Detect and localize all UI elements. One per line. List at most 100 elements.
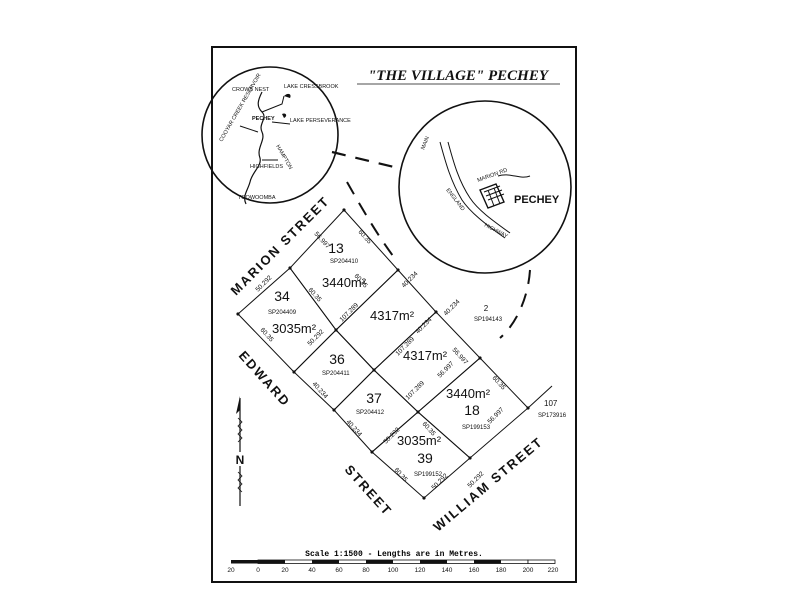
marion-road-line [497, 174, 531, 178]
connector-dashes [331, 150, 399, 170]
site-label-marion-rd: MARION RD [477, 167, 509, 183]
dimension-label: 56.997 [436, 360, 455, 379]
boundary-marker [236, 312, 240, 316]
scale-segment [420, 560, 447, 564]
lot-37-number: 37 [366, 390, 382, 406]
street-edward-suffix: STREET [342, 462, 396, 519]
lot-39: 3035m² 39 SP199152 [397, 433, 443, 478]
street-edward: EDWARD [236, 348, 294, 410]
scale-tick-label: 220 [548, 567, 559, 574]
north-label: N [236, 453, 245, 467]
scale-tick-label: 60 [335, 567, 343, 574]
boundary-marker [288, 266, 292, 270]
site-road [439, 141, 506, 239]
boundary-marker [370, 450, 374, 454]
lot-2-plan: SP194143 [474, 317, 503, 323]
locality-roads-minor [239, 95, 291, 161]
place-crows-nest: CROWS NEST [232, 87, 270, 93]
lot-39-area: 3035m² [397, 433, 442, 448]
scale-bar-left-segment [231, 560, 258, 564]
boundary-marker [468, 456, 472, 460]
lot-37-plan: SP204412 [356, 410, 385, 416]
site-map-circle [398, 100, 572, 274]
site-outline-dashed-left [346, 181, 397, 261]
boundary-marker [332, 408, 336, 412]
lot-centre-area: 4317m² [370, 308, 415, 323]
dimension-label: 40.234 [442, 298, 461, 317]
scale-tick-label: 0 [256, 567, 260, 574]
locality-map: CROWS NEST LAKE CRESSBROOK PECHEY LAKE P… [201, 66, 351, 205]
lot-18-area: 3440m² [446, 386, 491, 401]
place-highfields: HIGHFIELDS [250, 164, 283, 170]
boundary-marker [416, 410, 420, 414]
dimension-label: 40.234 [400, 270, 419, 289]
lot-34-area: 3035m² [272, 321, 317, 336]
lot-2-number: 2 [484, 304, 489, 313]
scale-segment [366, 560, 393, 564]
dimension-label: 60.35 [491, 375, 507, 392]
boundary-marker [422, 496, 426, 500]
scale-tick-label: 20 [281, 567, 289, 574]
lake-perseverance-icon [282, 113, 287, 118]
scale-segment [474, 560, 501, 564]
scale-tick-label: 200 [523, 567, 534, 574]
scale-segment [527, 559, 556, 564]
north-arrow: N [232, 396, 248, 506]
lot-18-number: 18 [464, 402, 480, 418]
lot-107: 107 SP173916 [538, 399, 567, 419]
north-arrow-head-icon [236, 396, 240, 414]
dimension-label: 107.289 [404, 380, 426, 402]
lot-2: 2 SP194143 [474, 304, 503, 323]
dimension-label: 40.234 [345, 419, 364, 439]
dimension-label: 107.289 [338, 302, 360, 324]
lot-39-plan: SP199152 [414, 472, 443, 478]
locality-map-circle [201, 66, 339, 204]
place-lake-cressbrook: LAKE CRESSBROOK [284, 84, 339, 90]
scale-tick-labels: 20 0 20 40 60 80 100 120 140 160 180 200… [227, 567, 558, 574]
dimension-label: 56.997 [486, 406, 505, 425]
boundary-marker [372, 368, 376, 372]
scale-tick-label: 80 [362, 567, 370, 574]
lot-34: 34 SP204409 3035m² [268, 288, 317, 336]
dimension-label: 60.35 [357, 229, 373, 246]
boundary-marker [342, 208, 346, 212]
boundary-marker [526, 406, 530, 410]
lot-13-area: 3440m² [322, 275, 367, 290]
boundary-marker [434, 310, 438, 314]
scale-tick-label: 160 [469, 567, 480, 574]
boundary-marker [292, 370, 296, 374]
boundary-marker [478, 356, 482, 360]
lot-39-number: 39 [417, 450, 433, 466]
site-map: MAIN MARION RD PECHEY ENGLAND HIGHWAY [398, 100, 572, 274]
lot-13: 13 SP204410 3440m² [322, 240, 367, 290]
dimension-label: 60.35 [393, 467, 409, 484]
site-road-edge [447, 141, 511, 234]
site-label-main: MAIN [420, 136, 431, 151]
lot-centre: 4317m² [370, 308, 415, 323]
lot-34-plan: SP204409 [268, 310, 297, 316]
dimension-label: 40.234 [414, 316, 433, 335]
lot-36: 36 SP204411 4317m² [322, 348, 448, 377]
site-outline-dashed-right [499, 269, 531, 339]
boundary-marker [396, 268, 400, 272]
lot-18: 3440m² 18 SP199153 [446, 386, 491, 431]
plan-title: "THE VILLAGE" PECHEY [368, 68, 550, 84]
site-label-pechey: PECHEY [514, 194, 560, 206]
lot-13-number: 13 [328, 240, 344, 256]
lot-36-number: 36 [329, 351, 345, 367]
scale-tick-label: 40 [308, 567, 316, 574]
place-lake-perseverance: LAKE PERSEVERANCE [290, 118, 351, 124]
lot-13-plan: SP204410 [330, 259, 359, 265]
lot-107-plan: SP173916 [538, 413, 567, 419]
north-label-bg [232, 452, 248, 466]
scale-segment [312, 560, 339, 564]
lot-18-plan: SP199153 [462, 425, 491, 431]
scale-tick-label: 20 [227, 567, 235, 574]
locality-road [244, 91, 265, 205]
lot-107-number: 107 [544, 399, 558, 408]
scale-tick-label: 180 [496, 567, 507, 574]
lot-36-plan: SP204411 [322, 371, 350, 377]
lot-37: 37 SP204412 [356, 390, 385, 416]
lake-cressbrook-icon [284, 93, 291, 98]
